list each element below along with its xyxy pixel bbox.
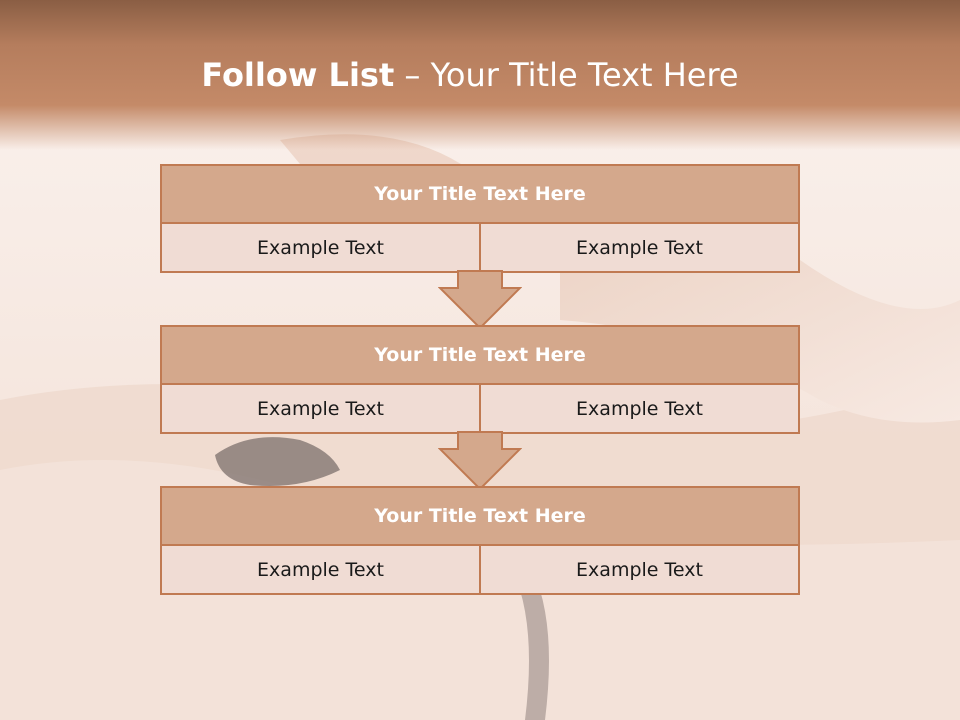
down-arrow-icon (438, 431, 522, 491)
block-row: Example Text Example Text (162, 224, 798, 271)
block-cell-right: Example Text (576, 558, 703, 581)
block-heading: Your Title Text Here (162, 327, 798, 385)
block-cell-left: Example Text (162, 224, 481, 271)
block-heading: Your Title Text Here (162, 488, 798, 546)
block-heading: Your Title Text Here (162, 166, 798, 224)
block-cell-right: Example Text (576, 397, 703, 420)
list-block-3: Your Title Text Here Example Text Exampl… (160, 486, 800, 595)
block-row: Example Text Example Text (162, 385, 798, 432)
title-bold: Follow List (201, 56, 395, 94)
title-rest: – Your Title Text Here (394, 56, 739, 94)
header-band (0, 0, 960, 150)
block-cell-right: Example Text (576, 236, 703, 259)
list-block-1: Your Title Text Here Example Text Exampl… (160, 164, 800, 273)
block-cell-left: Example Text (162, 546, 481, 593)
page-title: Follow List – Your Title Text Here (0, 56, 940, 94)
block-cell-left: Example Text (162, 385, 481, 432)
block-row: Example Text Example Text (162, 546, 798, 593)
down-arrow-icon (438, 270, 522, 330)
list-block-2: Your Title Text Here Example Text Exampl… (160, 325, 800, 434)
